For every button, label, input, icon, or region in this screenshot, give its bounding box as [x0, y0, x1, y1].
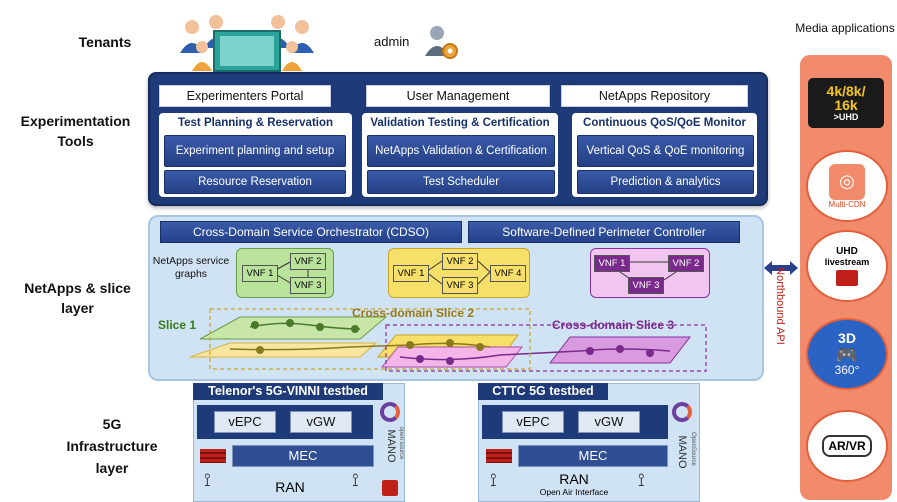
telenor-testbed: [193, 383, 405, 502]
experimenters-portal-box[interactable]: Experimenters Portal: [159, 85, 331, 107]
game-360-label: 360°: [834, 363, 860, 377]
northbound-api-label: Northbound API: [774, 267, 786, 345]
cttc-mano-logo: [672, 402, 692, 422]
telenor-mec[interactable]: MEC: [232, 445, 374, 467]
graph-3-vnf3[interactable]: VNF 3: [628, 277, 664, 294]
slices-drawing: [189, 308, 707, 372]
telenor-testbed-title: Telenor's 5G-VINNI testbed: [193, 383, 383, 400]
telenor-mano: MANO: [385, 429, 397, 463]
test-planning-column: Test Planning & Reservation Experiment p…: [159, 113, 352, 197]
northbound-arrow-icon: [762, 258, 800, 278]
telenor-vepc[interactable]: vEPC: [214, 411, 276, 433]
graph-1-vnf3[interactable]: VNF 3: [290, 277, 326, 294]
uhd-line1: 4k/8k/: [826, 82, 866, 99]
telenor-mano-logo: [380, 402, 400, 422]
arvr-label: AR/VR: [822, 435, 872, 457]
experiment-planning-button[interactable]: Experiment planning and setup: [164, 135, 346, 167]
prediction-analytics-button[interactable]: Prediction & analytics: [577, 170, 754, 194]
cttc-antenna-left-icon: ⟟: [490, 470, 497, 490]
resource-reservation-button[interactable]: Resource Reservation: [164, 170, 346, 194]
tenants-icon: [172, 13, 322, 73]
graph-2-vnf3[interactable]: VNF 3: [442, 277, 478, 294]
row-label-tenants: Tenants: [78, 34, 132, 50]
validation-column: Validation Testing & Certification NetAp…: [362, 113, 558, 197]
slice-1-label: Slice 1: [158, 318, 197, 332]
cttc-ran[interactable]: RAN: [559, 471, 589, 487]
graph-1-vnf1[interactable]: VNF 1: [242, 265, 278, 282]
slice-3-label: Cross-domain Slice 3: [552, 318, 675, 332]
cttc-ran-sub: Open Air Interface: [539, 487, 609, 497]
row-label-experimentation: Experimentation Tools: [20, 113, 131, 149]
livestream-circle[interactable]: UHD livestream: [806, 230, 888, 302]
livestream-top: UHD: [836, 246, 858, 257]
cttc-mec-icon: [486, 449, 512, 463]
graph-3-vnf2[interactable]: VNF 2: [668, 255, 704, 272]
graph-2-vnf4[interactable]: VNF 4: [490, 265, 526, 282]
cttc-antenna-right-icon: ⟟: [638, 470, 645, 490]
multicdn-icon: ◎: [829, 163, 865, 200]
media-title: Media applications: [795, 21, 895, 35]
telenor-mano-small: open source: [398, 426, 404, 460]
cttc-vgw[interactable]: vGW: [578, 411, 640, 433]
game-3d-label: 3D: [838, 330, 856, 346]
sdp-controller-header[interactable]: Software-Defined Perimeter Controller: [468, 221, 740, 243]
telenor-ran[interactable]: RAN: [275, 479, 305, 495]
netapps-repository-box[interactable]: NetApps Repository: [561, 85, 748, 107]
telenor-antenna-right-icon: ⟟: [352, 470, 359, 490]
graph-1-vnf2[interactable]: VNF 2: [290, 253, 326, 270]
multicdn-label: Multi-CDN: [828, 199, 866, 209]
validation-title: Validation Testing & Certification: [370, 117, 550, 129]
multicdn-circle[interactable]: ◎ Multi-CDN: [806, 150, 888, 222]
qos-monitor-column: Continuous QoS/QoE Monitor Vertical QoS …: [572, 113, 757, 197]
uhd-line2: 16k: [834, 96, 858, 113]
cdso-header[interactable]: Cross-Domain Service Orchestrator (CDSO): [160, 221, 462, 243]
gamepad-icon: 🎮: [835, 345, 859, 365]
qos-monitoring-button[interactable]: Vertical QoS & QoE monitoring: [577, 135, 754, 167]
slice-2-label: Cross-domain Slice 2: [352, 306, 475, 320]
uhd-line3: >UHD: [833, 111, 859, 122]
qos-monitor-title: Continuous QoS/QoE Monitor: [583, 117, 746, 129]
livestream-label: livestream: [824, 257, 870, 267]
telenor-antenna-left-icon: ⟟: [204, 470, 211, 490]
telenor-mec-icon: [200, 449, 226, 463]
graph-2-vnf1[interactable]: VNF 1: [393, 265, 429, 282]
arvr-circle[interactable]: AR/VR: [806, 410, 888, 482]
test-planning-title: Test Planning & Reservation: [177, 117, 334, 129]
telenor-vgw[interactable]: vGW: [290, 411, 352, 433]
test-scheduler-button[interactable]: Test Scheduler: [367, 170, 555, 194]
cttc-mano-small: OpenSource: [690, 432, 696, 466]
cttc-testbed-title: CTTC 5G testbed: [478, 383, 608, 400]
telenor-red-icon: [382, 480, 398, 496]
cttc-vepc[interactable]: vEPC: [502, 411, 564, 433]
admin-label: admin: [374, 34, 410, 49]
row-label-infra: 5G Infrastructure layer: [66, 416, 158, 476]
user-management-box[interactable]: User Management: [366, 85, 550, 107]
service-graphs-label: NetApps service graphs: [152, 255, 230, 280]
admin-gear-icon: [422, 24, 460, 60]
game-circle[interactable]: 3D 🎮 360°: [806, 318, 888, 390]
uhd-badge[interactable]: 4k/8k/ 16k >UHD: [808, 78, 884, 128]
row-label-netapps: NetApps & slice layer: [24, 280, 131, 316]
graph-3-vnf1[interactable]: VNF 1: [594, 255, 630, 272]
cttc-mano: MANO: [676, 435, 688, 469]
netapps-validation-button[interactable]: NetApps Validation & Certification: [367, 135, 555, 167]
graph-2-vnf2[interactable]: VNF 2: [442, 253, 478, 270]
cttc-mec[interactable]: MEC: [518, 445, 668, 467]
tv-icon: [836, 270, 858, 286]
